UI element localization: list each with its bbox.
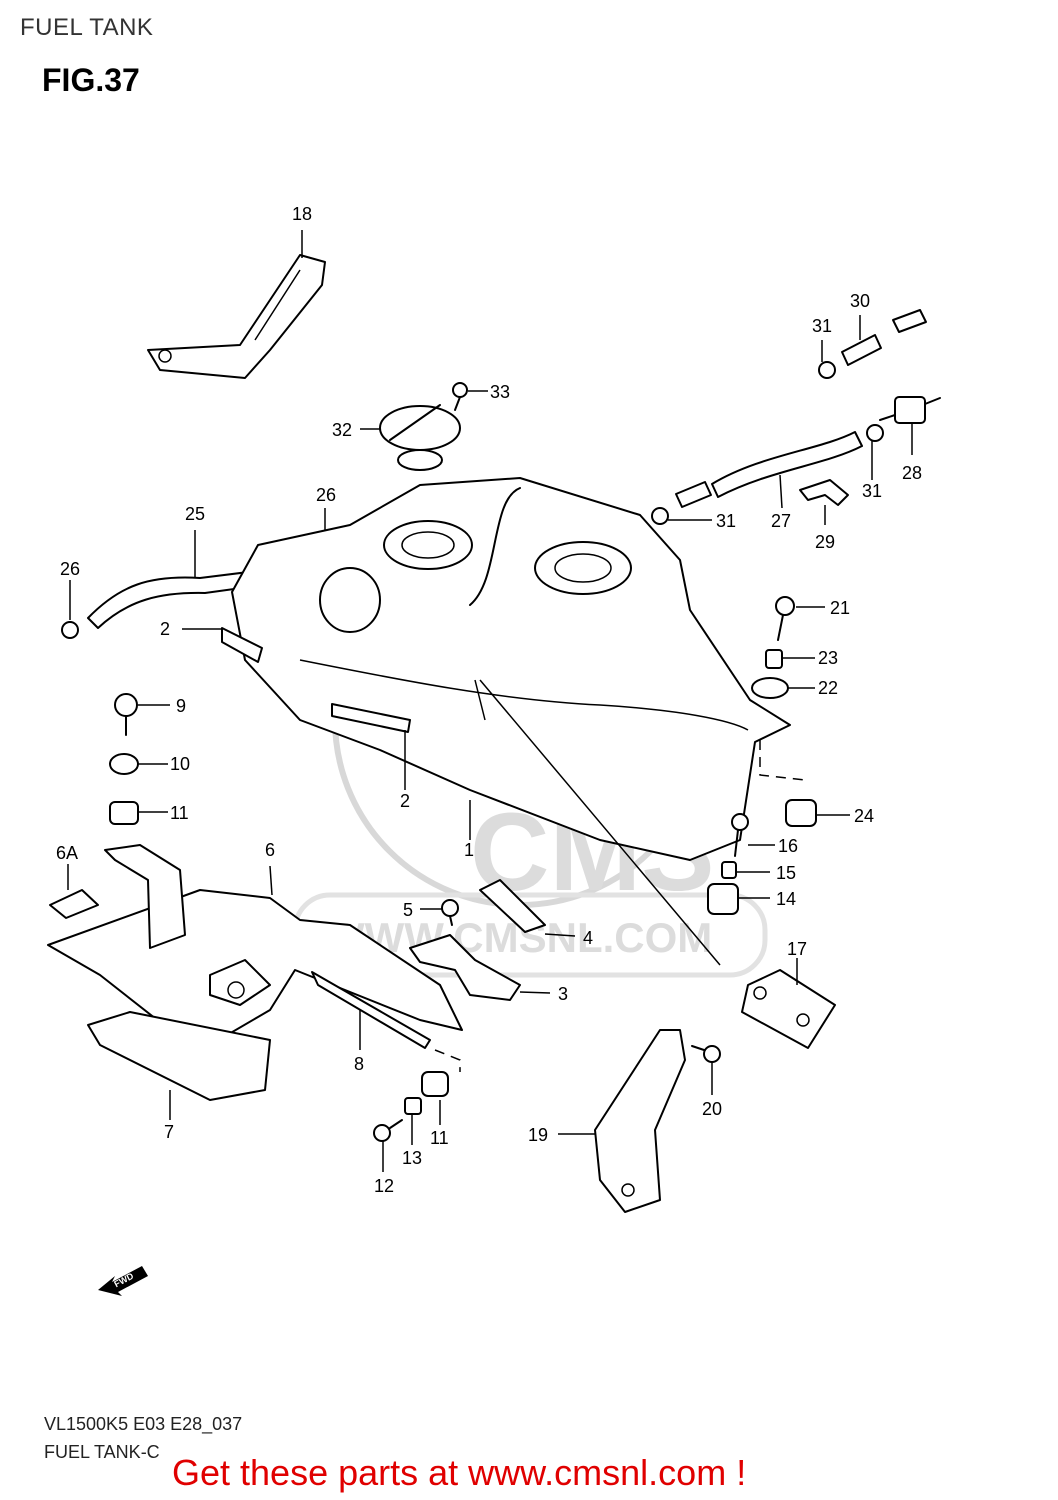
callout-28: 28 [902, 463, 922, 483]
callout-12: 12 [374, 1176, 394, 1196]
callout-29: 29 [815, 532, 835, 552]
callout-15: 15 [776, 863, 796, 883]
part-13-collar [404, 1097, 422, 1145]
callout-19: 19 [528, 1125, 548, 1145]
callout-18: 18 [292, 204, 312, 224]
callout-13: 13 [402, 1148, 422, 1168]
callout-1: 1 [464, 840, 474, 860]
part-16-bolt [731, 813, 775, 857]
part-23-collar [765, 649, 815, 669]
part-4-bracket [479, 879, 576, 937]
callout-11: 11 [170, 803, 189, 823]
part-31-clips [651, 340, 884, 525]
part-11-lower-cushion [421, 1071, 449, 1125]
callout-10: 10 [170, 754, 190, 774]
part-10-washer [109, 753, 168, 775]
model-code: VL1500K5 E03 E28_037 [44, 1414, 243, 1434]
diagram-name: FUEL TANK-C [44, 1442, 160, 1462]
part-15-collar [721, 861, 770, 879]
callout-20: 20 [702, 1099, 722, 1119]
part-32-fuel-cap [360, 404, 461, 471]
section-title: FUEL TANK [20, 14, 154, 41]
part-9-bolt [114, 693, 170, 736]
part-12-bolt [373, 1119, 403, 1172]
promo-link[interactable]: Get these parts at www.cmsnl.com ! [172, 1452, 747, 1493]
callout-21: 21 [830, 598, 850, 618]
part-11-cushion [109, 801, 168, 825]
callout-22: 22 [818, 678, 838, 698]
callout-6: 6 [265, 840, 275, 860]
callout-26: 26 [316, 485, 336, 505]
callout-14: 14 [776, 889, 796, 909]
part-20-bolt [691, 1045, 721, 1095]
part-22-grommet [751, 677, 815, 699]
callout-25: 25 [185, 504, 205, 524]
callout-33: 33 [490, 382, 510, 402]
part-18-upper-bracket [147, 230, 326, 379]
callout-32: 32 [332, 420, 352, 440]
callout-5: 5 [403, 900, 413, 920]
callout-31: 31 [716, 511, 736, 531]
part-3-holder [409, 934, 551, 1001]
callout-6A: 6A [56, 843, 78, 863]
callout-4: 4 [583, 928, 593, 948]
callout-31: 31 [812, 316, 832, 336]
callout-3: 3 [558, 984, 568, 1004]
part-5-bolt [420, 899, 459, 926]
part-21-bolt [775, 596, 825, 641]
callout-labels: 18 30 31 33 32 28 31 26 25 31 27 29 26 2… [56, 204, 922, 1196]
part-7-lower-plate [87, 1011, 271, 1120]
part-8-strip [311, 971, 461, 1072]
part-19-lower-bracket [558, 1029, 686, 1213]
callout-7: 7 [164, 1122, 174, 1142]
callout-31: 31 [862, 481, 882, 501]
callout-8: 8 [354, 1054, 364, 1074]
callout-9: 9 [176, 696, 186, 716]
callout-2: 2 [160, 619, 170, 639]
fwd-arrow-icon: FWD [98, 1266, 148, 1296]
callout-23: 23 [818, 648, 838, 668]
part-24-cushion [785, 799, 850, 827]
part-33-screw [452, 382, 488, 411]
callout-26: 26 [60, 559, 80, 579]
part-17-bracket [741, 958, 836, 1049]
callout-24: 24 [854, 806, 874, 826]
callout-2: 2 [400, 791, 410, 811]
part-28-valve [879, 396, 941, 455]
part-14-cushion [707, 883, 770, 915]
figure-label: FIG.37 [42, 62, 140, 98]
part-2-pads [182, 627, 411, 790]
callout-30: 30 [850, 291, 870, 311]
part-1-fuel-tank [231, 477, 806, 966]
part-29-clamp [799, 479, 849, 525]
part-6A-label-plate [49, 864, 99, 919]
part-30-hoses [841, 309, 927, 366]
callout-27: 27 [771, 511, 791, 531]
callout-16: 16 [778, 836, 798, 856]
callout-11: 11 [430, 1128, 449, 1148]
callout-17: 17 [787, 939, 807, 959]
